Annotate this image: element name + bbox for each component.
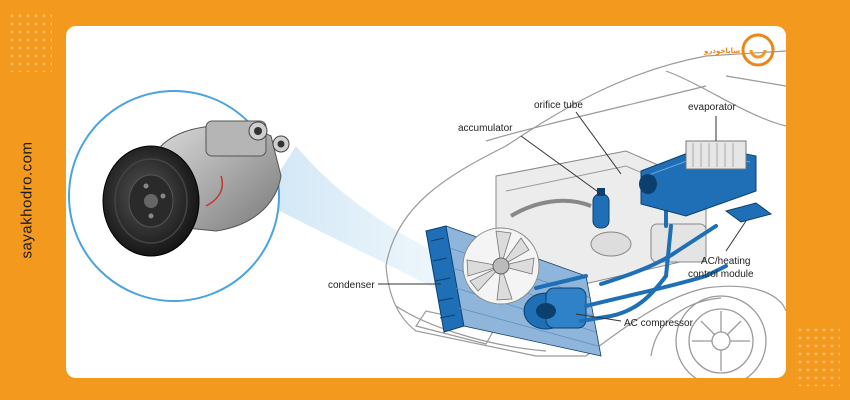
radiator-fan: [462, 227, 540, 305]
dot-pattern-bottom-right: [796, 326, 840, 386]
label-ac-compressor: AC compressor: [624, 318, 694, 329]
label-evaporator: evaporator: [688, 102, 736, 113]
site-url-vertical[interactable]: sayakhodro.com: [18, 141, 36, 259]
leader-lines: [378, 111, 747, 322]
label-orifice-tube: orifice tube: [534, 100, 583, 111]
label-accumulator: accumulator: [458, 123, 513, 134]
label-condenser: condenser: [328, 280, 375, 291]
car-outline: [385, 50, 786, 357]
logo-ring-icon: [741, 33, 775, 67]
compressor-zoom-circle: [68, 90, 290, 302]
diagram-card: orifice tube evaporator accumulator cond…: [66, 26, 786, 378]
label-control-module-line2: control module: [688, 269, 754, 280]
sayakhodro-logo[interactable]: سایاخودرو: [703, 33, 775, 67]
front-wheel: [675, 295, 767, 378]
ac-compressor-part: [523, 287, 587, 330]
control-module-part: [724, 202, 773, 223]
label-control-module-line1: AC/heating: [701, 256, 750, 267]
logo-text: سایاخودرو: [703, 47, 740, 55]
evaporator-part: [639, 140, 757, 217]
ac-system-diagram: orifice tube evaporator accumulator cond…: [68, 33, 786, 378]
dot-pattern-top-left: [8, 12, 52, 72]
